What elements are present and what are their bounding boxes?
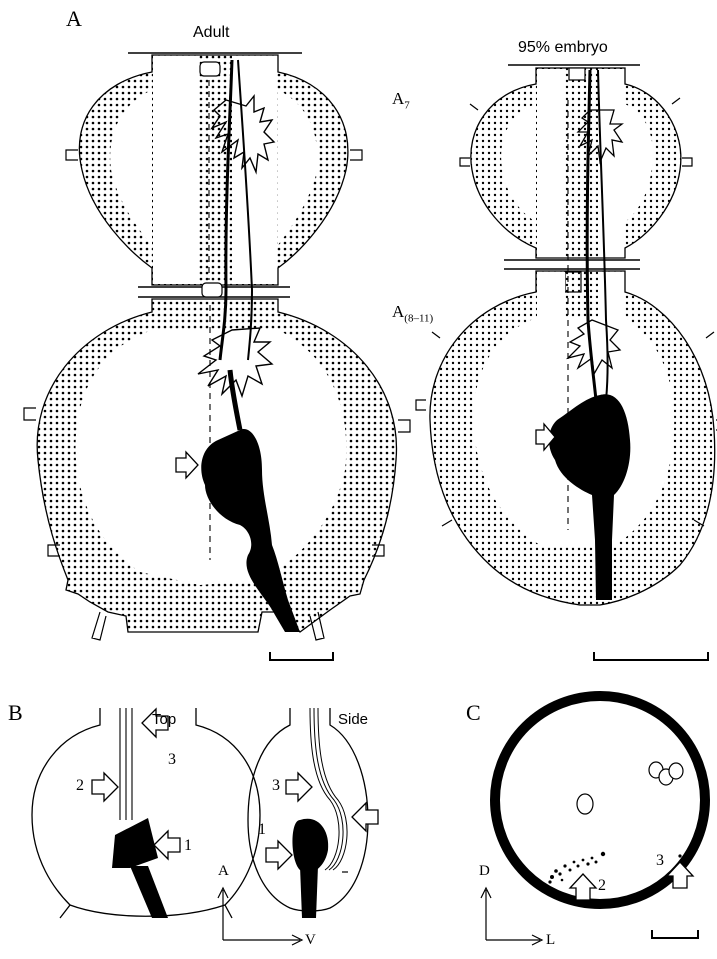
axis-d-label: D [479, 864, 490, 879]
side-arrow-3-label: 3 [272, 778, 280, 794]
panel-c-letter: C [466, 702, 481, 724]
panel-c-axis-icon [481, 888, 542, 945]
top-view-title: Top [152, 712, 176, 727]
top-arrow-2-label: 2 [76, 778, 84, 794]
top-arrow-1-label: 1 [184, 838, 192, 854]
axis-l-label: L [546, 933, 555, 948]
axis-v-label: V [305, 933, 316, 948]
top-arrow-2-icon [92, 773, 118, 801]
side-arrow-3-icon [286, 773, 312, 801]
side-arrow-1-icon [266, 841, 292, 869]
panel-b-side-view [248, 708, 378, 918]
side-view-title: Side [338, 712, 368, 727]
axis-a-label: A [218, 864, 229, 879]
embryo-scale-bar-icon [594, 652, 708, 660]
side-arrow-unlabeled-icon [352, 803, 378, 831]
top-arrow-3-label: 3 [168, 752, 176, 768]
panel-b-top-view [32, 708, 260, 918]
adult-ganglion-a7 [66, 53, 362, 285]
c-arrow-3-label: 3 [656, 853, 664, 869]
panel-b-letter: B [8, 702, 23, 724]
side-arrow-1-label: 1 [258, 822, 266, 838]
panel-c-cross-section [495, 696, 705, 904]
top-arrow-1-icon [154, 831, 180, 859]
adult-scale-bar-icon [270, 652, 333, 660]
c-arrow-2-label: 2 [598, 878, 606, 894]
c-scale-bar-icon [652, 930, 698, 938]
embryo-ganglion-a7 [460, 65, 692, 258]
